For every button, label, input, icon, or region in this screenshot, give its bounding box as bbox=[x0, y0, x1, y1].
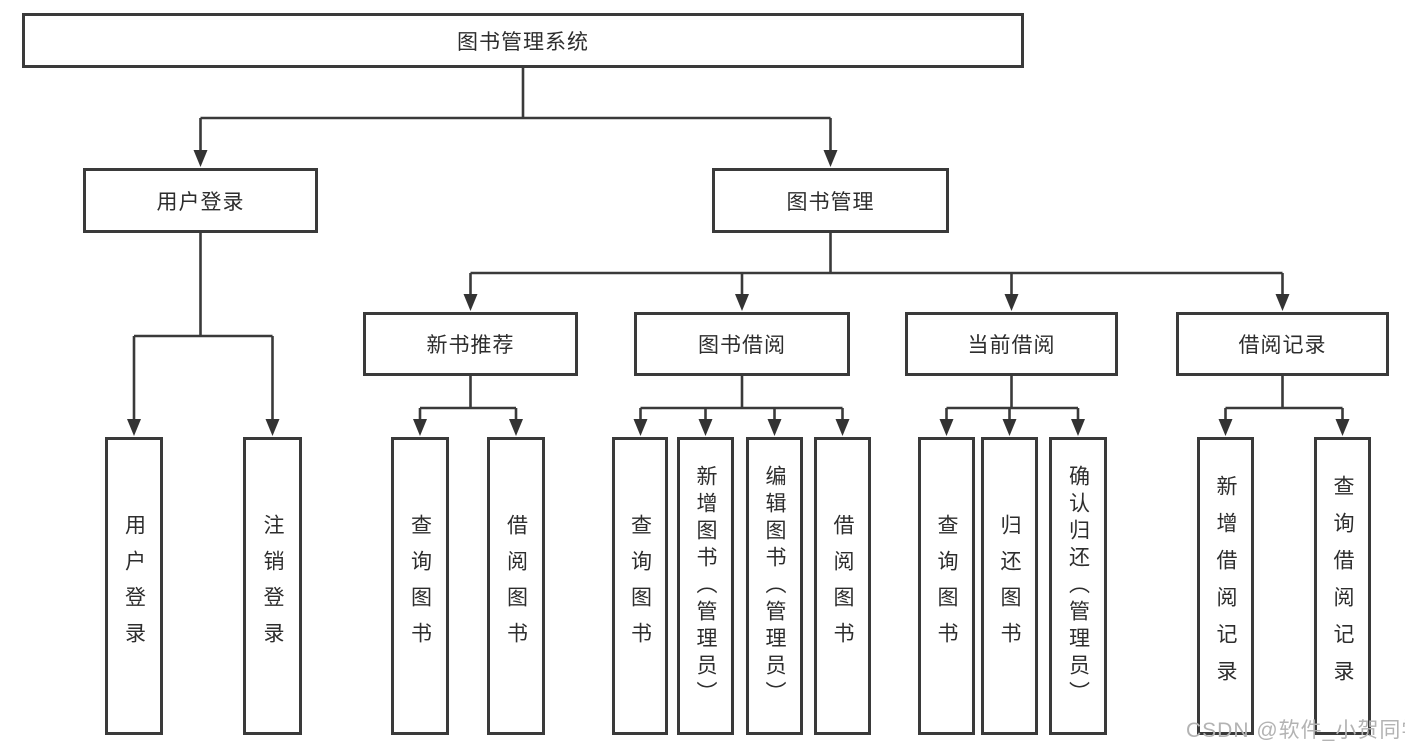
node-current-borrowing: 当前借阅 bbox=[905, 312, 1118, 376]
node-label: 注销登录 bbox=[261, 514, 284, 658]
node-leaf-edit-books-admin: 编辑图书（管理员） bbox=[746, 437, 803, 735]
node-label: 借阅记录 bbox=[1238, 334, 1327, 357]
node-label: 用户登录 bbox=[156, 190, 245, 214]
node-leaf-logout: 注销登录 bbox=[243, 437, 302, 735]
node-label: 查询图书 bbox=[628, 514, 652, 658]
node-label: 查询图书 bbox=[408, 514, 432, 658]
connector-new-book-children bbox=[413, 376, 523, 436]
node-label: 新书推荐 bbox=[426, 334, 515, 357]
node-leaf-user-login: 用户登录 bbox=[105, 437, 163, 735]
node-label: 借阅图书 bbox=[831, 514, 854, 658]
connector-current-borrow-children bbox=[939, 376, 1085, 436]
node-root-library-system: 图书管理系统 bbox=[22, 13, 1024, 68]
node-label: 图书管理系统 bbox=[457, 30, 589, 54]
node-leaf-query-books-3: 查询图书 bbox=[918, 437, 975, 735]
node-leaf-query-books-2: 查询图书 bbox=[612, 437, 668, 735]
node-leaf-confirm-return-admin: 确认归还（管理员） bbox=[1049, 437, 1107, 735]
connector-root-to-level2 bbox=[193, 68, 838, 167]
node-label: 查询借阅记录 bbox=[1331, 475, 1354, 697]
connector-book-mgmt-children bbox=[463, 233, 1290, 311]
node-leaf-query-borrow-record: 查询借阅记录 bbox=[1314, 437, 1371, 735]
connector-book-borrow-children bbox=[633, 376, 850, 436]
connector-user-login-children bbox=[127, 233, 280, 436]
node-book-management: 图书管理 bbox=[712, 168, 949, 233]
node-leaf-query-books-1: 查询图书 bbox=[391, 437, 449, 735]
node-label: 新增借阅记录 bbox=[1214, 475, 1237, 697]
node-leaf-borrow-books-2: 借阅图书 bbox=[814, 437, 871, 735]
connector-borrow-records-children bbox=[1218, 376, 1350, 436]
node-leaf-add-books-admin: 新增图书（管理员） bbox=[677, 437, 734, 735]
node-user-login: 用户登录 bbox=[83, 168, 318, 233]
node-label: 查询图书 bbox=[935, 514, 958, 658]
node-label: 用户登录 bbox=[122, 514, 146, 658]
node-borrowing-records: 借阅记录 bbox=[1176, 312, 1389, 376]
node-new-book-recommend: 新书推荐 bbox=[363, 312, 578, 376]
csdn-watermark: CSDN @软件_小贺同学 bbox=[1186, 719, 1405, 742]
node-label: 确认归还（管理员） bbox=[1066, 464, 1090, 708]
node-label: 图书管理 bbox=[786, 190, 875, 214]
node-label: 借阅图书 bbox=[504, 514, 528, 658]
node-leaf-add-borrow-record: 新增借阅记录 bbox=[1197, 437, 1254, 735]
node-leaf-return-books: 归还图书 bbox=[981, 437, 1038, 735]
node-label: 新增图书（管理员） bbox=[694, 464, 717, 708]
node-book-borrowing: 图书借阅 bbox=[634, 312, 850, 376]
node-label: 归还图书 bbox=[998, 514, 1021, 658]
node-label: 图书借阅 bbox=[698, 334, 786, 357]
node-leaf-borrow-books-1: 借阅图书 bbox=[487, 437, 545, 735]
node-label: 编辑图书（管理员） bbox=[763, 464, 786, 708]
node-label: 当前借阅 bbox=[967, 334, 1056, 357]
